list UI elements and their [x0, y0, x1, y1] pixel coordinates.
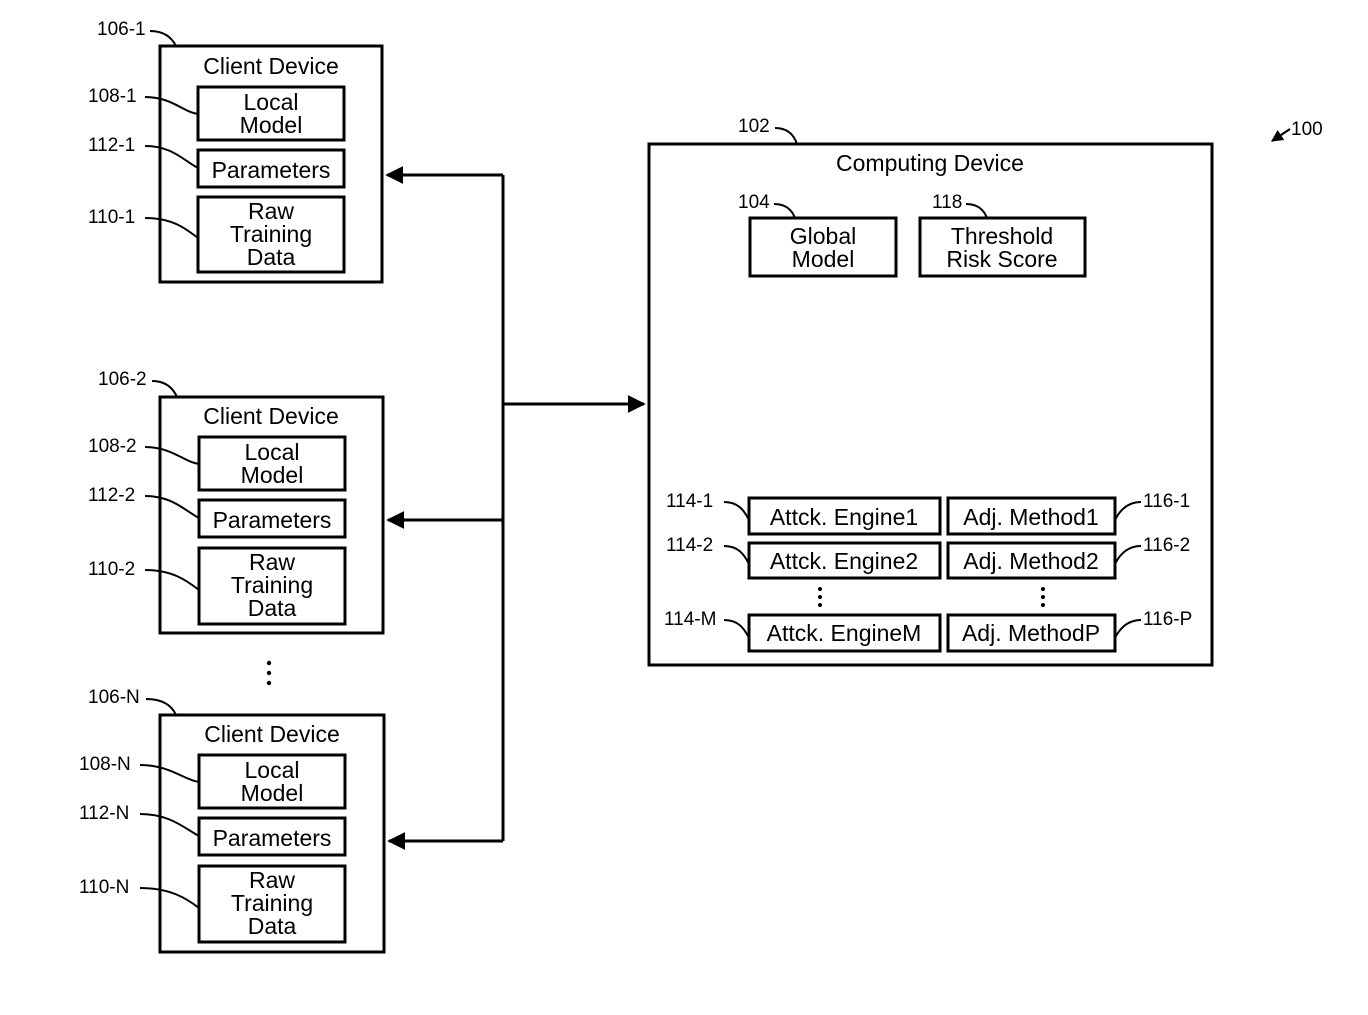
local-model-label-line2: Model: [240, 112, 303, 138]
local-model-label-line2: Model: [241, 780, 304, 806]
adjustment-method-p-label: Adj. MethodP: [962, 620, 1100, 646]
client-device-title: Client Device: [204, 721, 340, 747]
adjustment-method-ellipsis: [1041, 587, 1045, 607]
raw-training-data-line3: Data: [247, 244, 296, 270]
computing-device: 102 Computing Device 104 Global Model 11…: [649, 116, 1212, 665]
adjustment-method-2-label: Adj. Method2: [963, 548, 1099, 574]
parameters-ref: 112-N: [79, 803, 129, 824]
connector-network: [387, 175, 644, 841]
client-device-1: 106-1 Client Device Local Model 108-1 Pa…: [88, 19, 382, 282]
parameters-label: Parameters: [213, 825, 332, 851]
local-model-ref: 108-2: [88, 436, 137, 457]
attack-engine-1-ref: 114-1: [666, 491, 713, 512]
global-model-label-line2: Model: [792, 246, 855, 272]
parameters-label: Parameters: [212, 157, 331, 183]
local-model-ref: 108-N: [79, 754, 131, 775]
global-model-ref: 104: [738, 192, 770, 213]
raw-training-data-ref: 110-N: [79, 877, 129, 898]
raw-training-data-ref: 110-2: [88, 559, 135, 580]
attack-engine-2-label: Attck. Engine2: [770, 548, 918, 574]
parameters-ref: 112-2: [88, 485, 135, 506]
figure-ref-arrow: [1272, 129, 1290, 141]
attack-engine-m-label: Attck. EngineM: [767, 620, 922, 646]
attack-engine-ellipsis: [818, 587, 822, 607]
client-device-title: Client Device: [203, 53, 339, 79]
threshold-risk-score-ref: 118: [932, 192, 962, 213]
client-device-ref: 106-2: [98, 369, 147, 390]
client-ellipsis: [267, 661, 271, 685]
local-model-ref: 108-1: [88, 86, 137, 107]
ref-leader: [146, 699, 176, 715]
client-device-ref: 106-N: [88, 687, 140, 708]
threshold-risk-score-line2: Risk Score: [946, 246, 1057, 272]
attack-engine-1-label: Attck. Engine1: [770, 504, 918, 530]
raw-training-data-ref: 110-1: [88, 207, 135, 228]
client-device-n: 106-N Client Device Local Model 108-N Pa…: [79, 687, 384, 952]
ref-leader: [150, 31, 176, 46]
adjustment-method-2-ref: 116-2: [1143, 535, 1190, 556]
parameters-ref: 112-1: [88, 135, 135, 156]
adjustment-method-1-label: Adj. Method1: [963, 504, 1099, 530]
computing-device-ref: 102: [738, 116, 770, 137]
attack-engine-m-ref: 114-M: [664, 609, 716, 630]
local-model-label-line2: Model: [241, 462, 304, 488]
computing-device-title: Computing Device: [836, 150, 1024, 176]
adjustment-method-p-ref: 116-P: [1143, 609, 1192, 630]
client-device-2: 106-2 Client Device Local Model 108-2 Pa…: [88, 369, 383, 633]
raw-training-data-line3: Data: [248, 913, 297, 939]
raw-training-data-line3: Data: [248, 595, 297, 621]
parameters-label: Parameters: [213, 507, 332, 533]
ref-leader: [152, 381, 177, 397]
client-device-title: Client Device: [203, 403, 339, 429]
figure-ref-label: 100: [1291, 119, 1323, 140]
client-device-ref: 106-1: [97, 19, 146, 40]
attack-engine-2-ref: 114-2: [666, 535, 713, 556]
ref-leader: [775, 128, 797, 144]
adjustment-method-1-ref: 116-1: [1143, 491, 1190, 512]
